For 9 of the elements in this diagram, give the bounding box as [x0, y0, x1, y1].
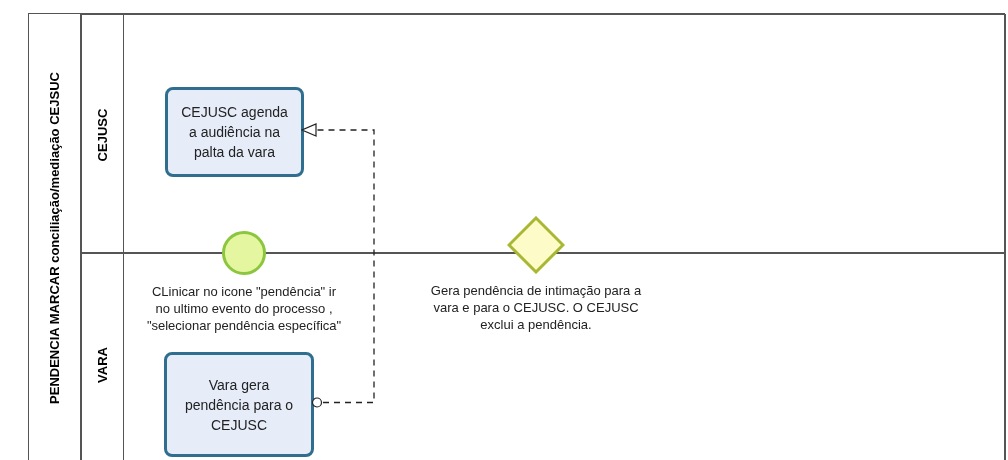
- task-label: CEJUSC agenda a audiência na palta da vara: [180, 103, 289, 162]
- message-flow-arrow: [301, 123, 375, 408]
- task-box: [165, 87, 304, 177]
- lane-title: CEJUSC: [93, 108, 111, 161]
- pool-title: PENDENCIA MARCAR conciliação/mediação CEJSUC: [45, 71, 63, 404]
- task-label: Vara gera pendência para o CEJUSC: [183, 375, 295, 435]
- task-box: [164, 352, 314, 457]
- lane-title: VARA: [93, 346, 111, 383]
- pool: [28, 13, 1005, 460]
